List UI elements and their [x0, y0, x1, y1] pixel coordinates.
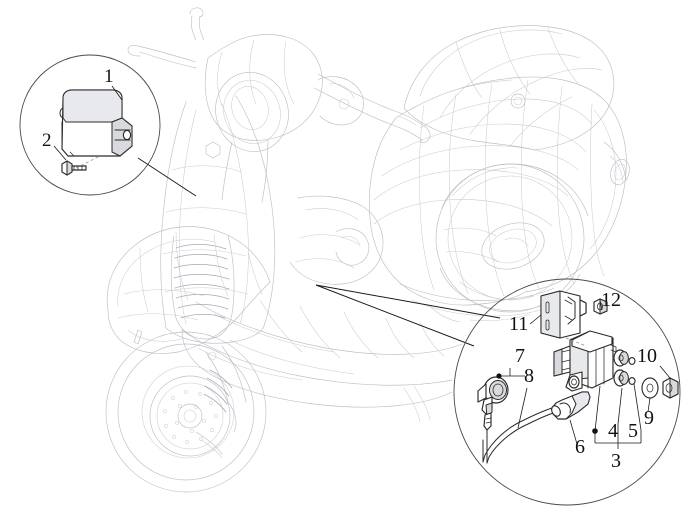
spark-plug-cap-part	[551, 391, 591, 420]
center-stand	[403, 385, 431, 423]
callout-label-6: 6	[575, 436, 585, 458]
floorboard	[181, 299, 463, 408]
callout-label-4: 4	[608, 420, 618, 442]
callout-label-1: 1	[104, 66, 114, 87]
ignition-coil-part	[553, 330, 617, 392]
callout-label-8: 8	[524, 365, 534, 387]
bracket-nut-part	[593, 298, 608, 315]
rear-body-panel	[368, 76, 627, 306]
ignition-coil-detail-circle: 12 11 7 8 6 10 9 4 5 3	[453, 278, 681, 506]
callout-label-12: 12	[601, 289, 621, 311]
side-cowl-details	[289, 195, 384, 285]
rear-wheel-engine	[435, 163, 589, 313]
regulator-detail-circle: 1 2	[19, 54, 161, 196]
ht-cable-part	[482, 407, 557, 464]
callout-label-11: 11	[509, 313, 528, 335]
spark-plug-part	[477, 376, 509, 441]
callout-label-5: 5	[628, 420, 638, 442]
seat	[403, 25, 615, 151]
coil-bracket-part	[540, 290, 587, 339]
callout-label-2: 2	[42, 130, 52, 151]
front-leg-shield	[160, 95, 276, 344]
handlebar-headset	[127, 7, 431, 203]
callout-label-10: 10	[637, 345, 657, 367]
callout-label-7: 7	[515, 345, 525, 367]
front-wheel	[105, 331, 267, 493]
leader-lines	[137, 157, 501, 347]
callout-label-9: 9	[644, 407, 654, 429]
scooter-line-art	[105, 7, 630, 493]
regulator-screw-part	[61, 160, 87, 176]
callout-label-3: 3	[611, 450, 621, 472]
tail-details	[603, 141, 630, 185]
voltage-regulator-part	[59, 89, 133, 157]
